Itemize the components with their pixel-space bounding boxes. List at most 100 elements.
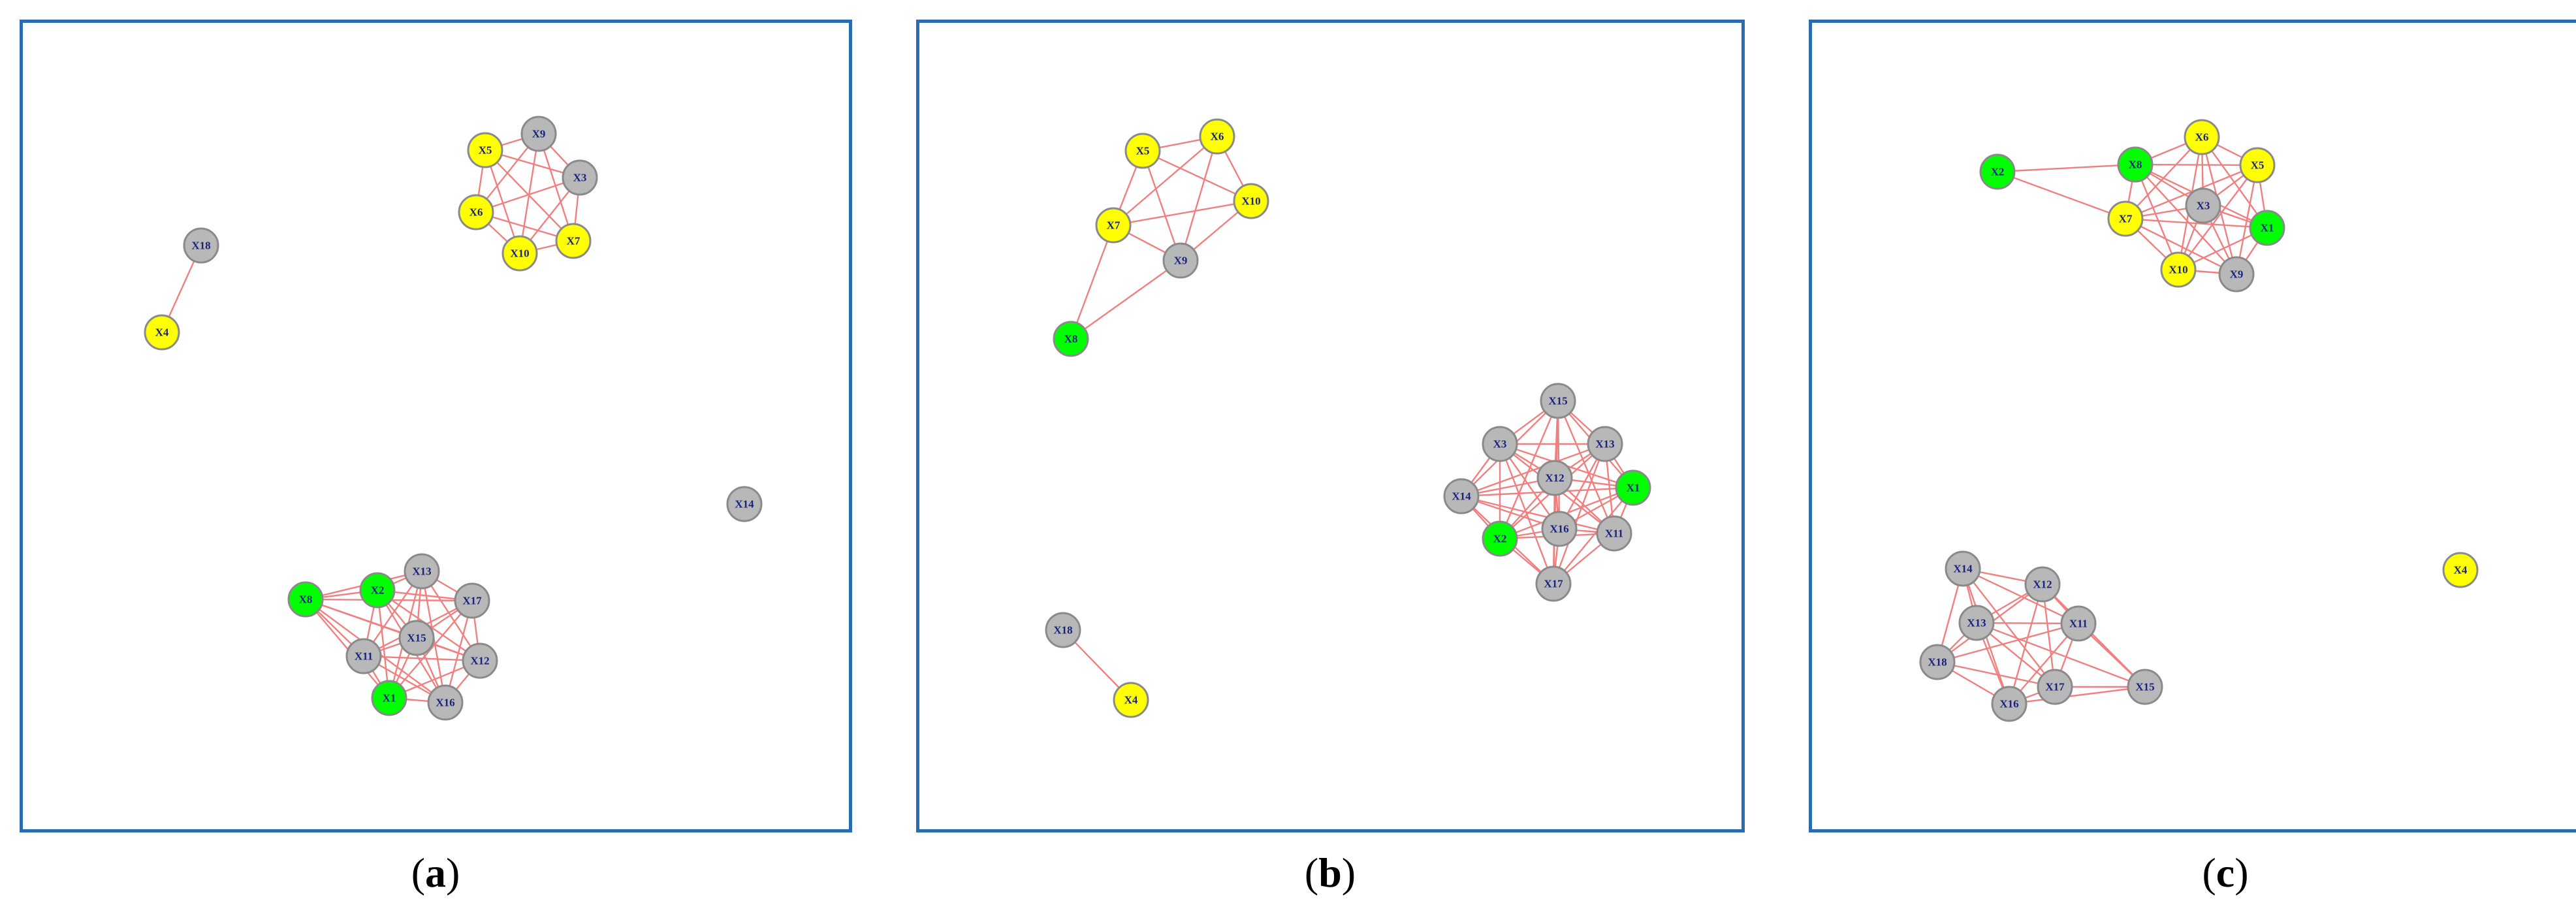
node-x16: X16: [1541, 511, 1578, 547]
node-label: X17: [462, 595, 482, 607]
node-label: X5: [1136, 145, 1150, 157]
node-x16: X16: [427, 684, 464, 721]
node-circle: [1124, 133, 1161, 169]
node-x10: X10: [2160, 251, 2197, 288]
node-circle: [462, 642, 498, 679]
node-label: X16: [1999, 698, 2018, 710]
node-label: X16: [1550, 523, 1568, 535]
node-x9: X9: [2218, 256, 2255, 293]
node-x10: X10: [1233, 183, 1269, 219]
node-circle: [1958, 605, 1995, 641]
node-x16: X16: [1991, 686, 2027, 722]
node-label: X10: [510, 247, 529, 260]
node-x17: X17: [2037, 669, 2073, 705]
node-x2: X2: [1979, 153, 2016, 190]
node-circle: [562, 159, 598, 196]
node-x2: X2: [1482, 520, 1518, 557]
node-circle: [2037, 669, 2073, 705]
edge-x15-x12: [2042, 584, 2146, 688]
node-circle: [2127, 669, 2163, 705]
node-x17: X17: [454, 582, 490, 619]
node-circle: [1615, 469, 1651, 506]
node-circle: [2107, 200, 2144, 237]
edge-x8-x10: [2134, 164, 2180, 270]
node-circle: [1541, 511, 1578, 547]
edge-x1-x17: [1553, 487, 1634, 584]
node-label: X4: [2454, 564, 2468, 577]
node-circle: [287, 581, 324, 618]
node-circle: [2218, 256, 2255, 293]
node-label: X14: [1953, 563, 1973, 575]
node-circle: [1945, 550, 1981, 587]
node-x8: X8: [2117, 146, 2154, 183]
node-circle: [1233, 183, 1269, 219]
node-x7: X7: [1095, 207, 1132, 244]
node-label: X17: [2045, 681, 2065, 693]
node-label: X2: [1991, 166, 2005, 178]
edge-x17-x1: [389, 600, 473, 699]
node-x15: X15: [2127, 669, 2163, 705]
edge-x5-x9: [2235, 165, 2259, 275]
node-x3: X3: [2185, 187, 2221, 224]
node-x18: X18: [183, 227, 219, 264]
node-circle: [2442, 552, 2479, 588]
node-label: X4: [1124, 694, 1138, 706]
node-circle: [2117, 146, 2154, 183]
node-label: X12: [470, 655, 489, 667]
edge-x5-x10: [484, 150, 521, 254]
node-x17: X17: [1535, 565, 1572, 602]
node-label: X4: [155, 326, 169, 339]
node-x12: X12: [2024, 566, 2061, 603]
node-label: X1: [2261, 222, 2274, 234]
node-circle: [1482, 426, 1518, 462]
node-circle: [1053, 321, 1089, 357]
node-label: X1: [1627, 482, 1640, 494]
edge-x18-x17: [1937, 661, 2056, 688]
node-circle: [1919, 644, 1956, 680]
node-circle: [359, 572, 396, 609]
node-circle: [1991, 686, 2027, 722]
edge-x8-x9: [2135, 164, 2237, 275]
edge-x15-x2: [1499, 400, 1559, 539]
node-x14: X14: [726, 486, 763, 522]
node-x13: X13: [404, 553, 440, 590]
edge-x11-x18: [1937, 622, 2079, 663]
edge-x8-x1: [305, 599, 390, 699]
node-label: X18: [1928, 656, 1947, 669]
node-label: X8: [299, 594, 313, 606]
node-circle: [726, 486, 763, 522]
node-circle: [1113, 682, 1149, 718]
node-label: X2: [371, 584, 385, 597]
node-circle: [1095, 207, 1132, 244]
node-circle: [1540, 383, 1576, 419]
node-circle: [1199, 118, 1235, 155]
node-label: X10: [2169, 264, 2187, 276]
node-label: X18: [1053, 624, 1072, 637]
edge-x5-x7: [2125, 164, 2258, 220]
node-x4: X4: [144, 314, 180, 351]
node-circle: [1596, 515, 1632, 552]
edge-x5-x7: [485, 150, 574, 242]
node-x15: X15: [1540, 383, 1576, 419]
node-label: X8: [2129, 159, 2142, 171]
edge-x11-x12: [363, 655, 481, 662]
node-x12: X12: [462, 642, 498, 679]
edge-x6-x9: [1179, 136, 1218, 261]
edge-x2-x7: [1997, 170, 2126, 220]
node-circle: [2239, 147, 2276, 183]
node-x11: X11: [1596, 515, 1632, 552]
node-label: X3: [573, 172, 587, 184]
node-circle: [555, 223, 592, 259]
node-x12: X12: [1536, 460, 1573, 496]
node-x7: X7: [2107, 200, 2144, 237]
node-x18: X18: [1045, 612, 1081, 648]
edge-x15-x16: [2009, 686, 2146, 705]
edge-x5-x10: [1142, 150, 1252, 202]
node-label: X15: [1548, 395, 1567, 407]
node-x1: X1: [1615, 469, 1651, 506]
node-circle: [2184, 119, 2220, 155]
node-label: X15: [407, 632, 426, 644]
node-label: X15: [2135, 681, 2154, 693]
node-circle: [2060, 605, 2097, 642]
